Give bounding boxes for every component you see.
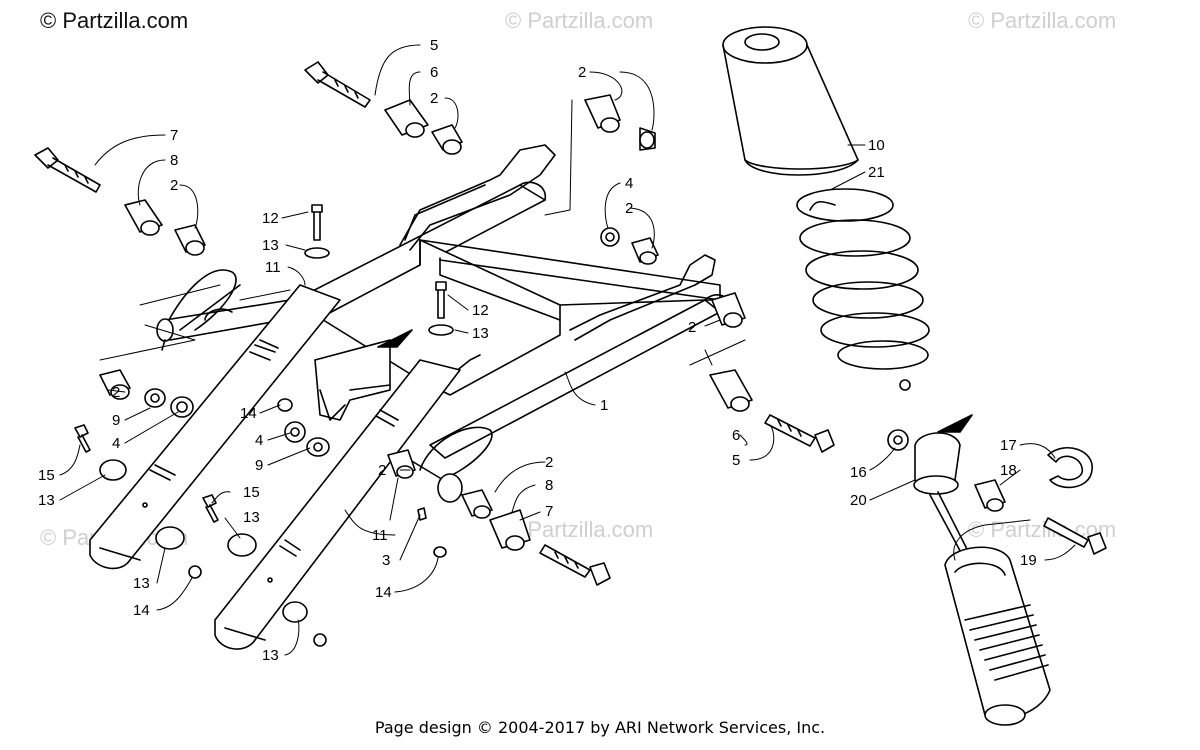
callout-7: 7 [545,503,553,520]
callout-15: 15 [243,484,260,501]
callout-14: 14 [375,584,392,601]
callout-2: 2 [545,454,553,471]
callout-18: 18 [1000,462,1017,479]
callout-5: 5 [430,37,438,54]
callout-4: 4 [112,435,120,452]
callout-8: 8 [545,477,553,494]
callout-4: 4 [255,432,263,449]
bolt-12-upper [304,204,330,259]
callout-2: 2 [430,90,438,107]
callout-6: 6 [430,64,438,81]
arm-left [89,284,341,570]
callout-20: 20 [850,492,867,509]
bolt-19 [1043,517,1107,555]
arrow-marker-left [377,329,413,348]
callout-5: 5 [732,452,740,469]
bushing-group [99,94,753,647]
leader-lines [59,44,1076,656]
coil-spring-21 [796,188,930,391]
callout-4: 4 [625,175,633,192]
callout-21: 21 [868,164,885,181]
callout-2: 2 [170,177,178,194]
callout-9: 9 [255,457,263,474]
callout-9: 9 [112,412,120,429]
spacer-18-nut-16 [887,429,1006,512]
dust-boot-10 [722,26,859,176]
bolt-15-right [202,494,219,523]
brand-watermark: © Partzilla.com [40,8,189,33]
bolt-7-bottom [539,544,611,586]
bolt-5-right [764,414,835,453]
callout-14: 14 [240,405,257,422]
callout-10: 10 [868,137,885,154]
bolt-15-left [74,424,91,453]
spring-retainer-17 [1047,446,1093,489]
callout-1: 1 [600,397,608,414]
callout-13: 13 [262,647,279,664]
callout-19: 19 [1020,552,1037,569]
bolt-7-left [34,147,101,193]
swing-arm-frame [156,144,731,503]
callout-labels: 5 6 2 2 7 8 2 4 2 10 21 12 13 11 12 13 2… [38,37,1037,664]
callout-13: 13 [262,237,279,254]
callout-14: 14 [133,602,150,619]
callout-2: 2 [625,200,633,217]
arrow-marker-right [937,414,973,433]
callout-8: 8 [170,152,178,169]
callout-11: 11 [372,527,388,544]
callout-2: 2 [578,64,586,81]
bolt-5-top [304,61,371,108]
callout-13: 13 [472,325,489,342]
copyright-footer: Page design © 2004-2017 by ARI Network S… [374,718,826,737]
callout-12: 12 [472,302,489,319]
watermark-top-right: © Partzilla.com [968,8,1117,33]
callout-3: 3 [382,552,390,569]
callout-16: 16 [850,464,867,481]
callout-7: 7 [170,127,178,144]
callout-13: 13 [38,492,55,509]
callout-13: 13 [243,509,260,526]
callout-17: 17 [1000,437,1017,454]
callout-2: 2 [378,462,386,479]
bolt-12-lower [428,281,454,336]
callout-15: 15 [38,467,55,484]
shock-absorber-20 [913,432,1051,726]
watermark-top-center: © Partzilla.com [505,8,654,33]
callout-13: 13 [133,575,150,592]
callout-11: 11 [265,259,281,276]
callout-12: 12 [262,210,279,227]
callout-6: 6 [732,427,740,444]
callout-2: 2 [688,319,696,336]
callout-2: 2 [112,384,120,401]
